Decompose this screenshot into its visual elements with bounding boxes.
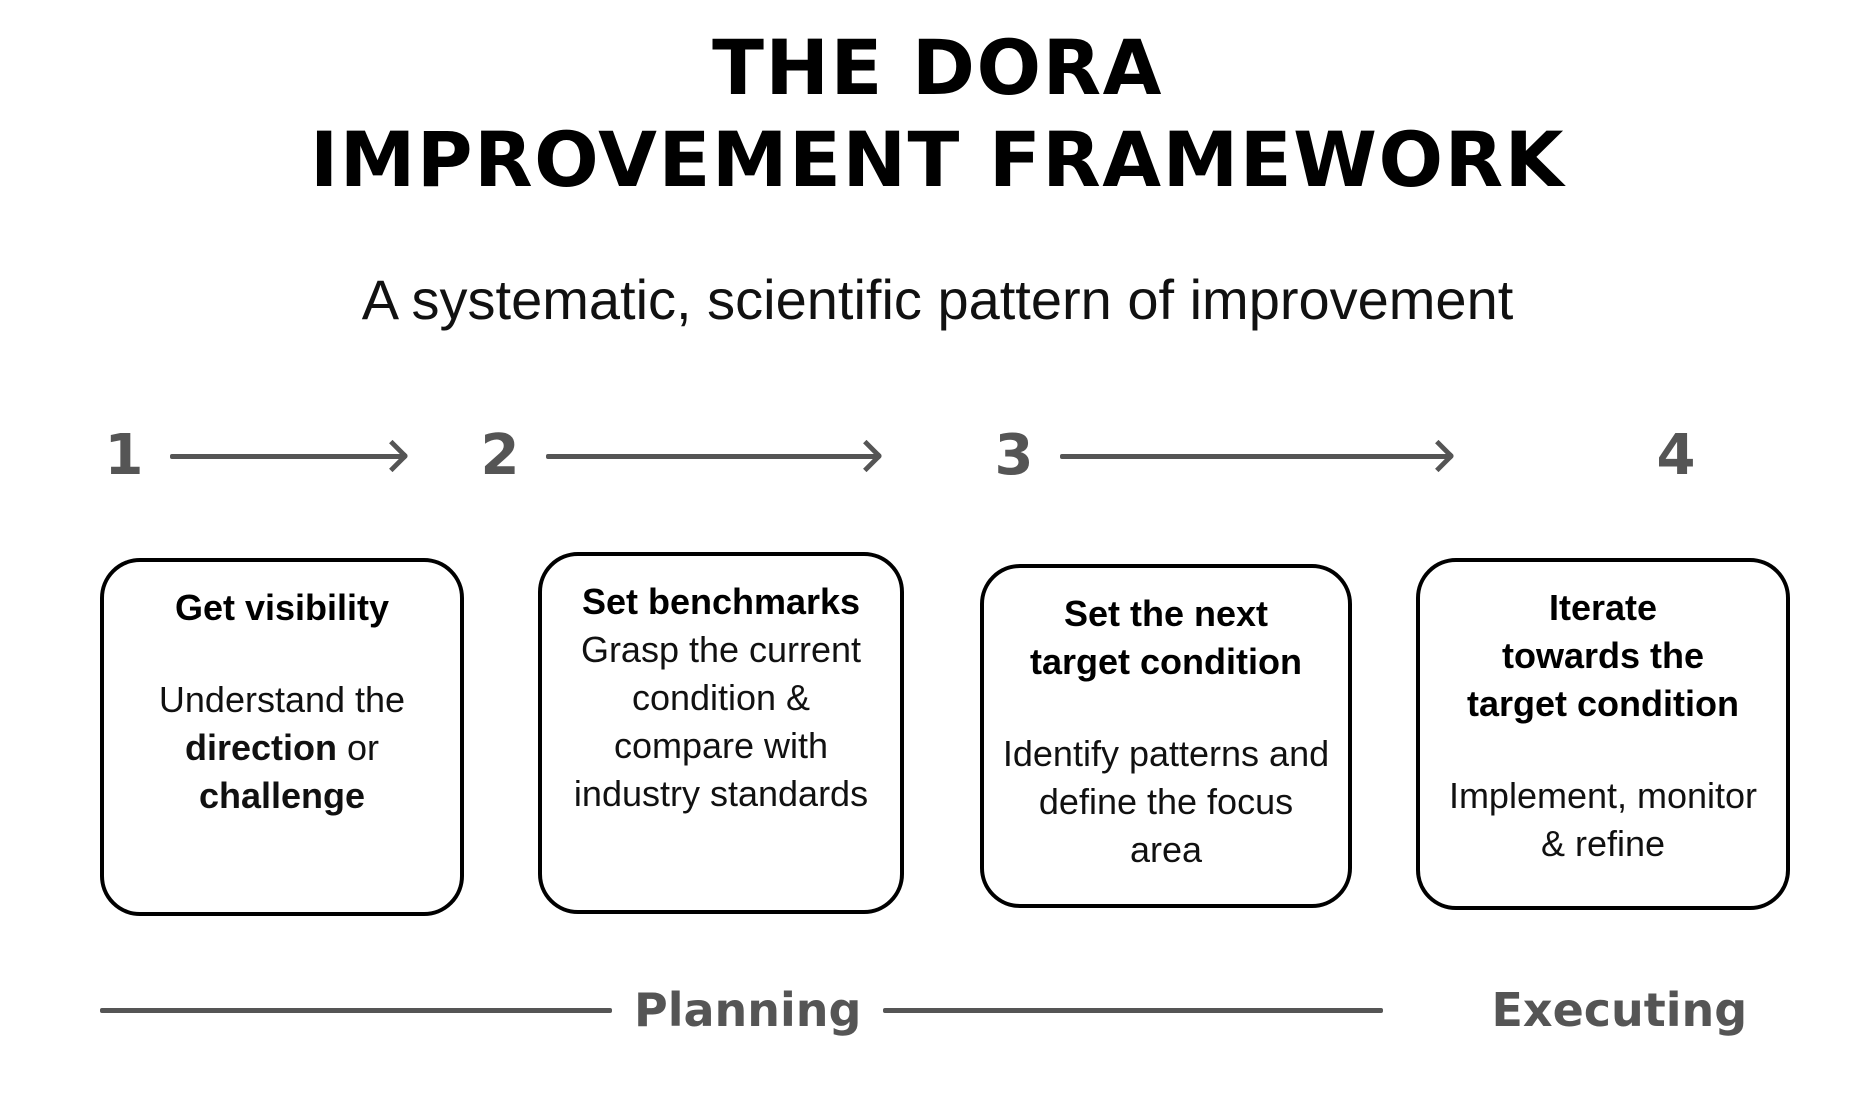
step-card-4: Iterate towards the target condition Imp… — [1416, 558, 1790, 910]
page-title: THE DORA IMPROVEMENT FRAMEWORK — [0, 22, 1875, 206]
page-subtitle: A systematic, scientific pattern of impr… — [361, 268, 1514, 331]
body-text-plain: Understand the — [158, 679, 406, 720]
step-card-3-body: Identify patterns and define the focus a… — [1002, 733, 1330, 870]
step-card-3-heading-line-2: target condition — [1030, 641, 1302, 682]
step-card-3: Set the next target condition Identify p… — [980, 564, 1352, 908]
step-card-4-heading-line-2: towards the — [1501, 635, 1705, 676]
step-number-4: 4 — [1656, 423, 1696, 488]
step-card-4-heading-line-1: Iterate — [1548, 587, 1658, 628]
step-card-2: Set benchmarks Grasp the current conditi… — [538, 552, 904, 914]
arrow-line — [170, 453, 402, 459]
step-number-2: 2 — [480, 423, 520, 488]
step-card-2-heading: Set benchmarks — [581, 581, 861, 622]
step-number-1: 1 — [104, 423, 144, 488]
phase-label-executing: Executing — [1491, 983, 1748, 1037]
arrow-line — [546, 453, 876, 459]
phase-label-planning: Planning — [634, 983, 862, 1037]
step-card-1-body: Understand the direction or challenge — [159, 676, 405, 820]
step-sequence: 1 2 3 4 — [100, 418, 1790, 494]
title-line-2: IMPROVEMENT FRAMEWORK — [309, 115, 1566, 204]
step-card-3-heading-line-1: Set the next — [1063, 593, 1269, 634]
step-cards: Get visibility Understand the direction … — [100, 552, 1790, 916]
phase-bar: Planning Executing — [100, 975, 1790, 1045]
phase-rule-left — [100, 1007, 612, 1013]
step-card-4-body: Implement, monitor & refine — [1448, 775, 1758, 864]
arrow-head-icon — [376, 439, 409, 473]
title-line-1: THE DORA — [712, 23, 1163, 112]
arrow-1-to-2 — [170, 439, 409, 473]
step-number-3: 3 — [994, 423, 1034, 488]
step-card-2-body: Grasp the current condition & compare wi… — [573, 629, 869, 814]
body-text-bold-challenge: challenge — [198, 775, 366, 816]
arrow-head-icon — [1422, 439, 1455, 473]
arrow-line — [1060, 453, 1448, 459]
arrow-head-icon — [850, 439, 883, 473]
body-text-bold-direction: direction — [184, 727, 337, 768]
step-card-1-heading: Get visibility — [174, 587, 390, 628]
step-card-1: Get visibility Understand the direction … — [100, 558, 464, 916]
arrow-3-to-4 — [1060, 439, 1455, 473]
body-text-conjunction: or — [336, 727, 379, 768]
arrow-2-to-3 — [546, 439, 883, 473]
phase-rule-right — [883, 1007, 1384, 1013]
step-card-4-heading-line-3: target condition — [1467, 683, 1739, 724]
